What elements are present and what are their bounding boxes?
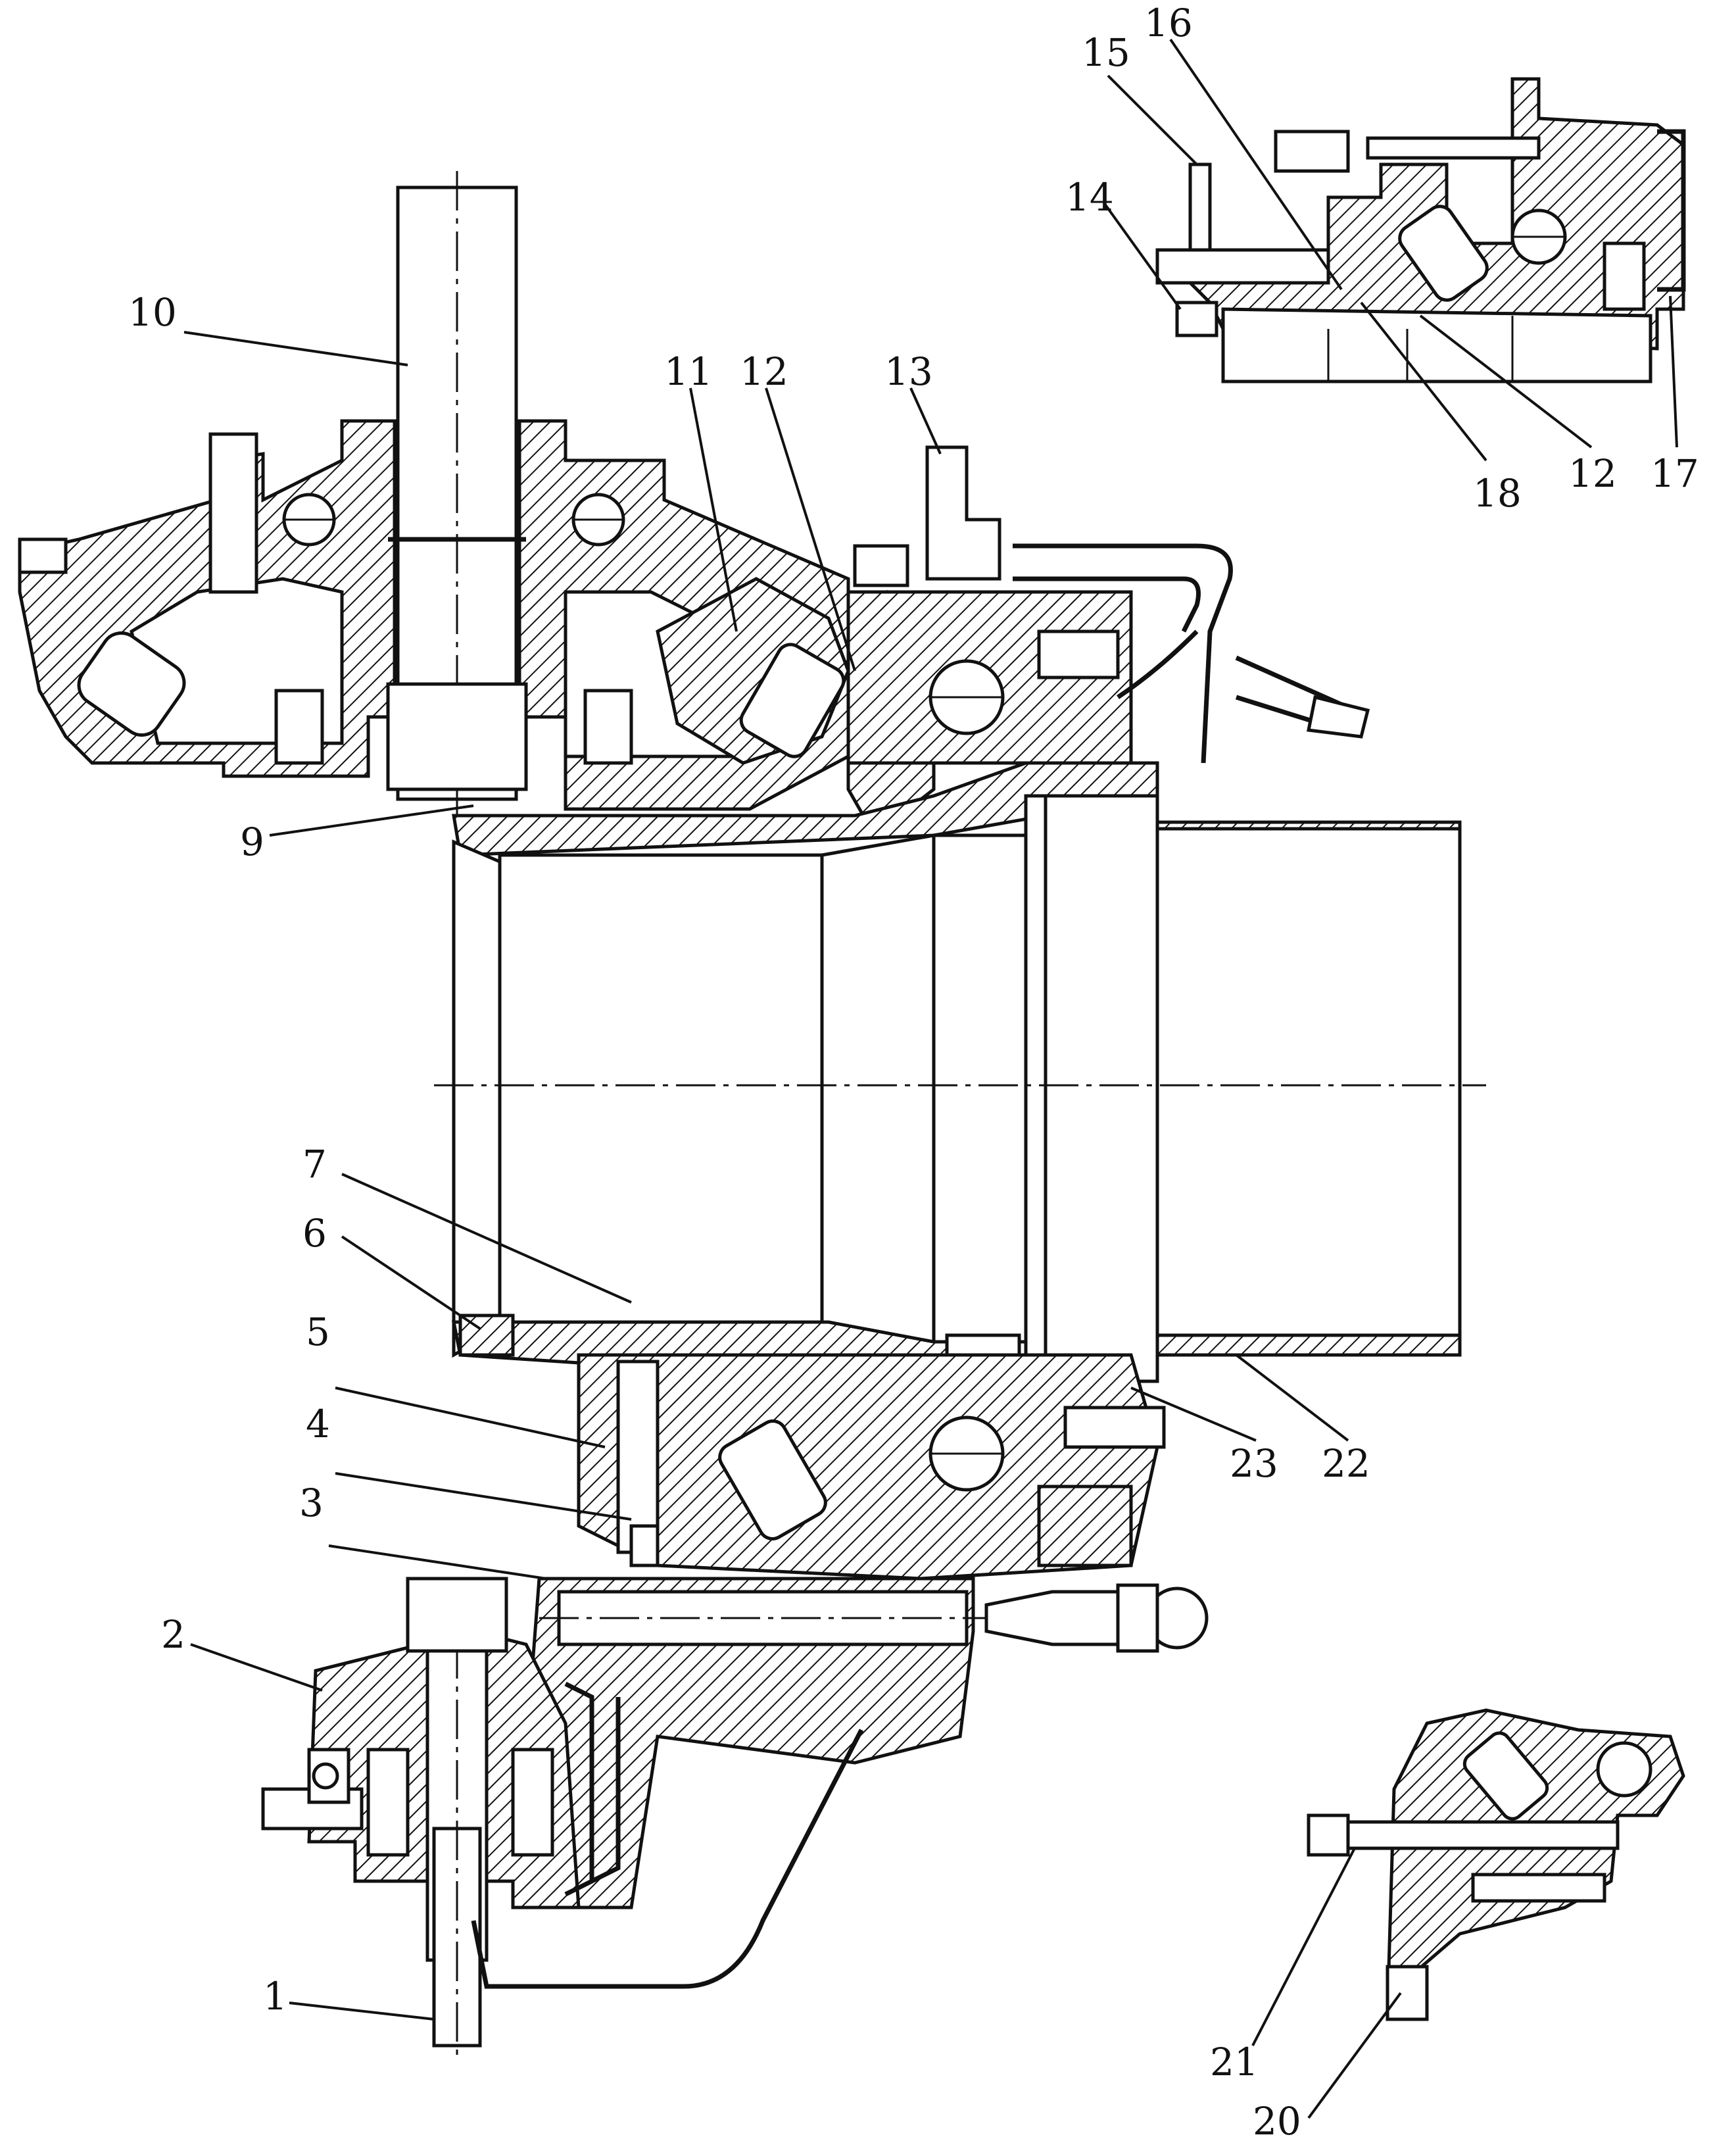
label-23: 23 (1230, 1441, 1278, 1486)
label-6: 6 (302, 1211, 327, 1256)
inset-roller-b (1462, 1731, 1549, 1821)
leader-lines (183, 38, 1678, 2119)
label-1: 1 (263, 1974, 287, 2019)
label-2: 2 (161, 1612, 185, 1657)
roller-left (77, 631, 186, 737)
bevel-roller-lower (718, 1419, 827, 1540)
label-7: 7 (302, 1142, 327, 1187)
label-10: 10 (128, 290, 177, 335)
main-hub (434, 761, 1486, 1396)
label-16: 16 (1144, 1, 1193, 45)
main-bevel-assembly (656, 445, 1370, 838)
label-11: 11 (664, 349, 713, 394)
label-20: 20 (1253, 2099, 1301, 2139)
label-12: 12 (740, 349, 788, 394)
inset-roller-12 (1398, 205, 1489, 302)
bevel-roller-12 (739, 643, 846, 758)
label-18: 18 (1473, 471, 1522, 516)
label-3: 3 (299, 1481, 324, 1525)
label-13: 13 (884, 349, 933, 394)
inset-rod-21 (1313, 1820, 1620, 1850)
label-5: 5 (306, 1310, 330, 1354)
label-14: 14 (1065, 175, 1114, 220)
needle-bearing-left (274, 689, 324, 765)
bolt-top-left (208, 432, 258, 594)
label-15: 15 (1082, 30, 1130, 75)
barrel-body (498, 853, 831, 1331)
lower-gear-housing (577, 1353, 1166, 1581)
callout-labels: 1 2 3 4 5 6 7 9 10 11 12 13 14 15 16 12 … (128, 1, 1699, 2139)
bolt-far-left (18, 537, 68, 574)
label-4: 4 (306, 1402, 330, 1446)
detail-inset-top (1155, 77, 1686, 383)
label-22: 22 (1322, 1441, 1370, 1486)
label-17: 17 (1651, 451, 1699, 496)
label-9: 9 (240, 820, 264, 864)
detail-inset-bottom (1307, 1708, 1685, 2021)
pump-assembly (261, 1577, 1209, 2059)
label-21: 21 (1210, 2040, 1259, 2084)
label-12-inset: 12 (1568, 451, 1617, 496)
needle-bearing-right (583, 689, 633, 765)
